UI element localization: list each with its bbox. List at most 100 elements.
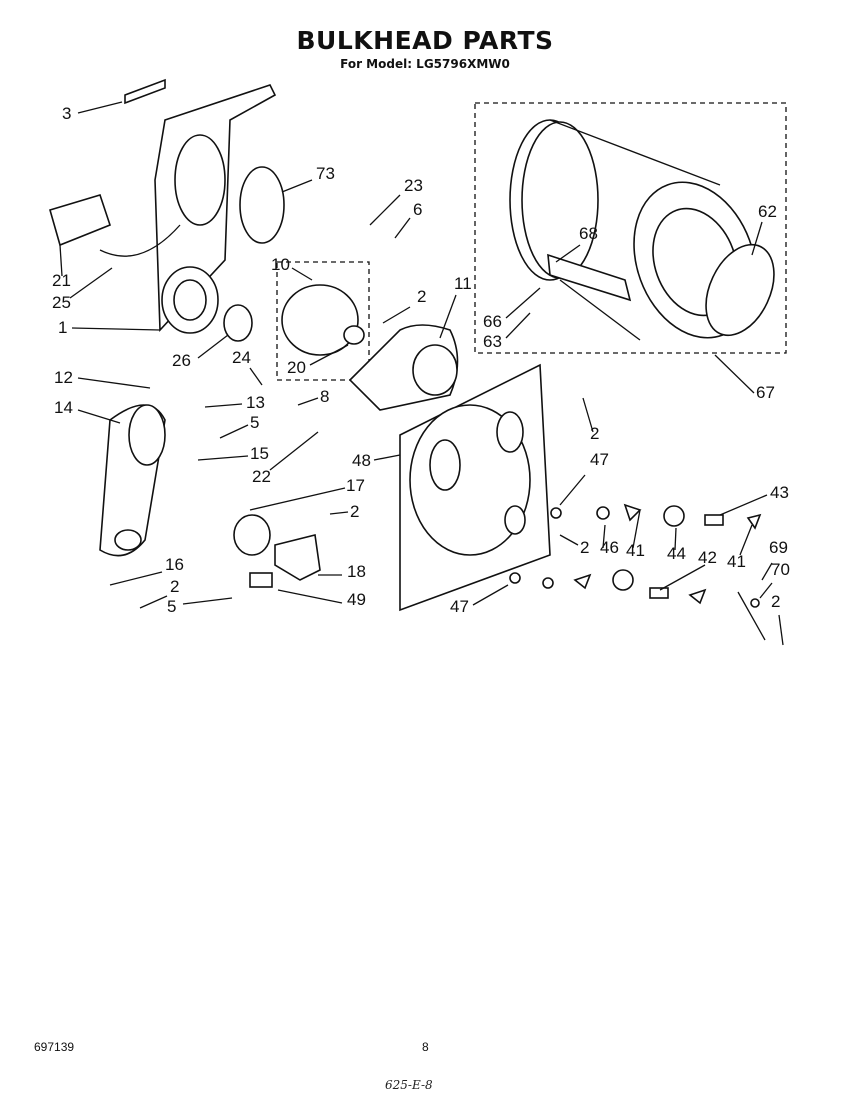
drum-assembly-box xyxy=(474,102,787,354)
blower-box xyxy=(276,261,370,381)
callout-leader-line xyxy=(369,194,401,226)
page-number: 8 xyxy=(422,1040,429,1054)
callout-leader-line xyxy=(204,403,243,408)
model-subtitle: For Model: LG5796XMW0 xyxy=(340,57,510,71)
callout-leader-line xyxy=(197,455,249,461)
callout-leader-line xyxy=(59,244,63,277)
callout-leader-line xyxy=(751,221,763,256)
callout-label: 68 xyxy=(579,224,598,243)
callout-label: 2 xyxy=(350,502,359,521)
callout-label: 8 xyxy=(320,387,329,406)
callout-leader-line xyxy=(505,287,541,319)
callout-label: 2 xyxy=(590,424,599,443)
callout-leader-line xyxy=(778,614,784,646)
callout-label: 41 xyxy=(626,541,645,560)
callout-label: 12 xyxy=(54,368,73,387)
callout-label: 43 xyxy=(770,483,789,502)
callout-leader-line xyxy=(582,397,594,433)
callout-label: 16 xyxy=(165,555,184,574)
callout-label: 73 xyxy=(316,164,335,183)
callout-leader-line xyxy=(761,562,773,581)
callout-leader-line xyxy=(714,354,755,394)
callout-leader-line xyxy=(182,597,233,605)
callout-leader-line xyxy=(77,101,123,114)
blower-housing-11 xyxy=(348,324,459,411)
callout-leader-line xyxy=(759,582,773,599)
callout-label: 49 xyxy=(347,590,366,609)
callout-label: 42 xyxy=(698,548,717,567)
callout-label: 14 xyxy=(54,398,73,417)
callout-leader-line xyxy=(382,306,411,324)
callout-leader-line xyxy=(139,595,168,609)
callout-leader-line xyxy=(505,312,531,339)
callout-label: 23 xyxy=(404,176,423,195)
callout-label: 2 xyxy=(170,577,179,596)
callout-leader-line xyxy=(739,524,753,556)
switch-49 xyxy=(249,572,273,588)
callout-leader-line xyxy=(559,534,579,546)
callout-leader-line xyxy=(77,409,121,424)
callout-label: 21 xyxy=(52,271,71,290)
bearing-26 xyxy=(223,304,253,342)
callout-label: 70 xyxy=(771,560,790,579)
callout-leader-line xyxy=(659,564,706,591)
callout-label: 41 xyxy=(727,552,746,571)
switch-17 xyxy=(233,514,271,556)
callout-label: 25 xyxy=(52,293,71,312)
callout-leader-line xyxy=(69,267,113,299)
bulkhead-panel xyxy=(49,78,277,334)
callout-leader-line xyxy=(719,494,768,516)
switch-18 xyxy=(274,534,321,581)
blower-wheel xyxy=(281,284,365,356)
document-number: 697139 xyxy=(34,1040,75,1054)
callout-leader-line xyxy=(71,327,161,331)
callout-label: 46 xyxy=(600,538,619,557)
callout-leader-line xyxy=(329,511,349,515)
callout-label: 5 xyxy=(250,413,259,432)
callout-leader-line xyxy=(249,367,263,386)
callout-label: 67 xyxy=(756,383,775,402)
callout-label: 26 xyxy=(172,351,191,370)
callout-leader-line xyxy=(439,294,457,339)
callout-leader-line xyxy=(559,474,586,506)
callout-label: 62 xyxy=(758,202,777,221)
callout-leader-line xyxy=(281,179,313,193)
callout-leader-line xyxy=(109,571,163,586)
callout-label: 2 xyxy=(771,592,780,611)
callout-leader-line xyxy=(674,527,677,551)
callout-label: 5 xyxy=(167,597,176,616)
callout-leader-line xyxy=(472,584,509,606)
callout-leader-line xyxy=(219,424,249,439)
callout-label: 66 xyxy=(483,312,502,331)
lint-duct xyxy=(99,404,166,557)
callout-label: 69 xyxy=(769,538,788,557)
callout-label: 47 xyxy=(590,450,609,469)
callout-label: 17 xyxy=(346,476,365,495)
page-title: BULKHEAD PARTS xyxy=(296,26,554,55)
callout-label: 11 xyxy=(454,274,472,293)
callout-label: 63 xyxy=(483,332,502,351)
callout-label: 48 xyxy=(352,451,371,470)
callout-label: 10 xyxy=(271,255,290,274)
callout-label: 44 xyxy=(667,544,686,563)
callout-leader-line xyxy=(602,524,606,549)
callout-leader-line xyxy=(309,344,349,366)
callout-label: 6 xyxy=(413,200,422,219)
callout-leader-line xyxy=(291,267,313,281)
callout-label: 15 xyxy=(250,444,269,463)
callout-label: 2 xyxy=(580,538,589,557)
callout-leader-line xyxy=(394,217,411,239)
callout-leader-line xyxy=(632,509,641,549)
callout-label: 3 xyxy=(62,104,71,123)
callout-leader-line xyxy=(269,431,319,471)
front-bulkhead xyxy=(399,363,551,612)
callout-leader-line xyxy=(297,397,319,406)
callout-leader-line xyxy=(277,589,343,604)
drum-illustration xyxy=(509,119,775,341)
roller-hardware xyxy=(509,503,766,641)
callout-leader-line xyxy=(555,244,581,263)
callout-label: 47 xyxy=(450,597,469,616)
callout-label: 2 xyxy=(417,287,426,306)
